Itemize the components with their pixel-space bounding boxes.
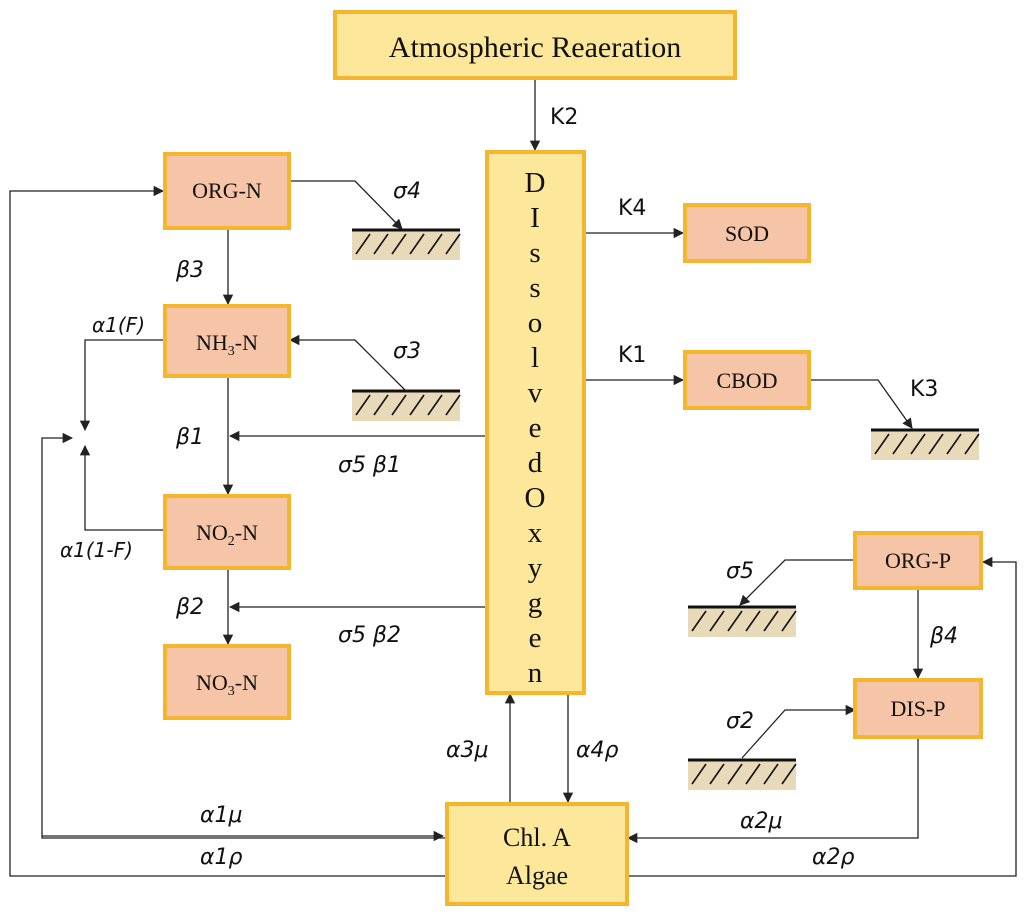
do-letter: e [529,412,542,444]
node-sod-label: SOD [725,221,769,246]
node-algae: Chl. A Algae [445,802,629,906]
arrow-algae-to-orgp [628,556,1017,877]
node-cbod: CBOD [683,350,811,410]
label-k3: K3 [910,377,938,402]
node-cbod-label: CBOD [716,368,777,393]
label-sigma4: σ4 [393,179,421,204]
label-beta2: β2 [175,595,204,620]
label-sigma2: σ2 [726,709,754,734]
label-beta3: β3 [175,258,204,283]
edge-labels: K2 K4 K1 K3 σ4 σ3 σ5 σ2 β3 β1 β2 β4 α1(F… [60,105,958,870]
node-no2-n-label: NO2-N [196,520,258,549]
do-letter: o [528,307,543,339]
node-org-p: ORG-P [853,531,983,590]
node-sod: SOD [683,203,811,263]
do-letter: n [528,657,543,689]
node-atmospheric-reaeration-label: Atmospheric Reaeration [389,31,681,64]
arrow-no2-alpha1-1mf [79,444,165,531]
label-beta1: β1 [175,425,204,450]
arrow-orgn-to-sediment [290,180,403,230]
node-dis-p: DIS-P [853,678,983,739]
arrow-orgp-to-sediment [739,559,855,606]
label-k4: K4 [618,196,646,221]
do-letter: e [529,622,542,654]
sediment-sigma3 [352,389,461,421]
node-nh3-n-label: NH3-N [196,330,258,359]
do-letter: D [525,167,546,199]
label-sigma5-beta2: σ5 β2 [338,623,401,648]
label-alpha2-rho: α2ρ [812,845,854,870]
sediment-sigma5 [688,605,797,637]
do-letter: v [528,377,543,409]
label-k1: K1 [618,343,646,368]
node-no2-n: NO2-N [163,494,291,570]
label-alpha3-mu: α3μ [446,738,489,763]
do-letter: d [528,447,543,479]
sediment-sigma2 [688,758,797,790]
arrow-sediment-to-nh3 [288,334,406,391]
arrow-nh3-alpha1f [79,339,165,432]
arrow-cbod-to-sediment [810,379,913,429]
do-letter: s [529,237,540,269]
label-alpha1-mu: α1μ [200,803,243,828]
do-letter: x [528,517,543,549]
arrow-disp-to-algae [626,737,919,844]
node-algae-label-1: Chl. A [503,823,571,852]
node-atmospheric-reaeration: Atmospheric Reaeration [333,10,737,80]
label-beta4: β4 [929,624,958,649]
sediment-k3 [871,428,980,460]
node-org-n: ORG-N [163,152,291,230]
do-letter: y [528,552,543,584]
node-algae-label-2: Algae [506,861,568,890]
do-letter: g [528,587,543,619]
label-alpha1-rho: α1ρ [200,845,242,870]
do-letter: l [531,342,539,374]
label-sigma3: σ3 [393,339,421,364]
arrow-sediment-to-disp [741,704,857,759]
label-k2: K2 [550,105,578,130]
do-letter: s [529,272,540,304]
label-alpha1-f: α1(F) [92,313,145,337]
node-no3-n: NO3-N [163,644,291,720]
node-no3-n-label: NO3-N [196,670,258,699]
node-dis-p-label: DIS-P [890,696,945,721]
connectors [9,78,1017,877]
arrow-algae-alpha1mu [41,432,445,839]
do-letter: I [530,202,540,234]
do-letter: O [525,482,546,514]
label-sigma5: σ5 [726,559,754,584]
label-sigma5-beta1: σ5 β1 [338,453,401,478]
label-alpha2-mu: α2μ [740,809,783,834]
node-org-n-label: ORG-N [192,178,262,203]
node-org-p-label: ORG-P [885,548,951,573]
sediment-sigma4 [352,228,461,260]
label-alpha1-1mf: α1(1-F) [60,538,133,562]
node-dissolved-oxygen: D I s s o l v e d O x y g e n [485,150,586,695]
label-alpha4-rho: α4ρ [576,738,618,763]
arrow-algae-alpha1rho [9,185,445,877]
node-dissolved-oxygen-label: D I s s o l v e d O x y g e n [525,167,546,689]
node-nh3-n: NH3-N [163,304,291,378]
